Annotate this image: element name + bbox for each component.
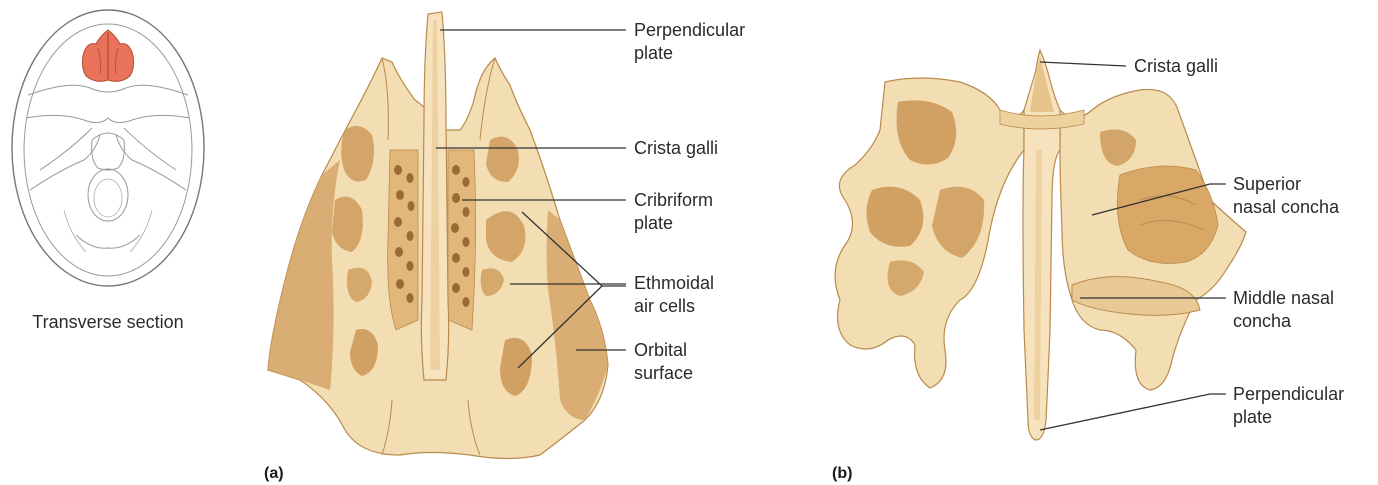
ethmoid-anterior-view: Perpendicular plate Crista galli Cribrif… [264,12,750,482]
label-orbital-surface: Orbital surface [634,340,693,383]
panel-b-tag: (b) [832,465,852,482]
ethmoid-posterior-view: Crista galli Superior nasal concha Middl… [832,50,1349,482]
label-crista-galli-a: Crista galli [634,138,718,158]
label-superior-nasal-concha: Superior nasal concha [1233,174,1340,217]
label-perpendicular-plate-a: Perpendicular plate [634,20,750,63]
label-middle-nasal-concha: Middle nasal concha [1233,288,1339,331]
label-crista-galli-b: Crista galli [1134,56,1218,76]
label-ethmoidal-air-cells: Ethmoidal air cells [634,273,719,316]
inset-caption: Transverse section [32,312,183,332]
panel-a-tag: (a) [264,465,284,482]
label-perpendicular-plate-b: Perpendicular plate [1233,384,1349,427]
label-cribriform-plate: Cribriform plate [634,190,718,233]
skull-inset: Transverse section [12,10,204,332]
